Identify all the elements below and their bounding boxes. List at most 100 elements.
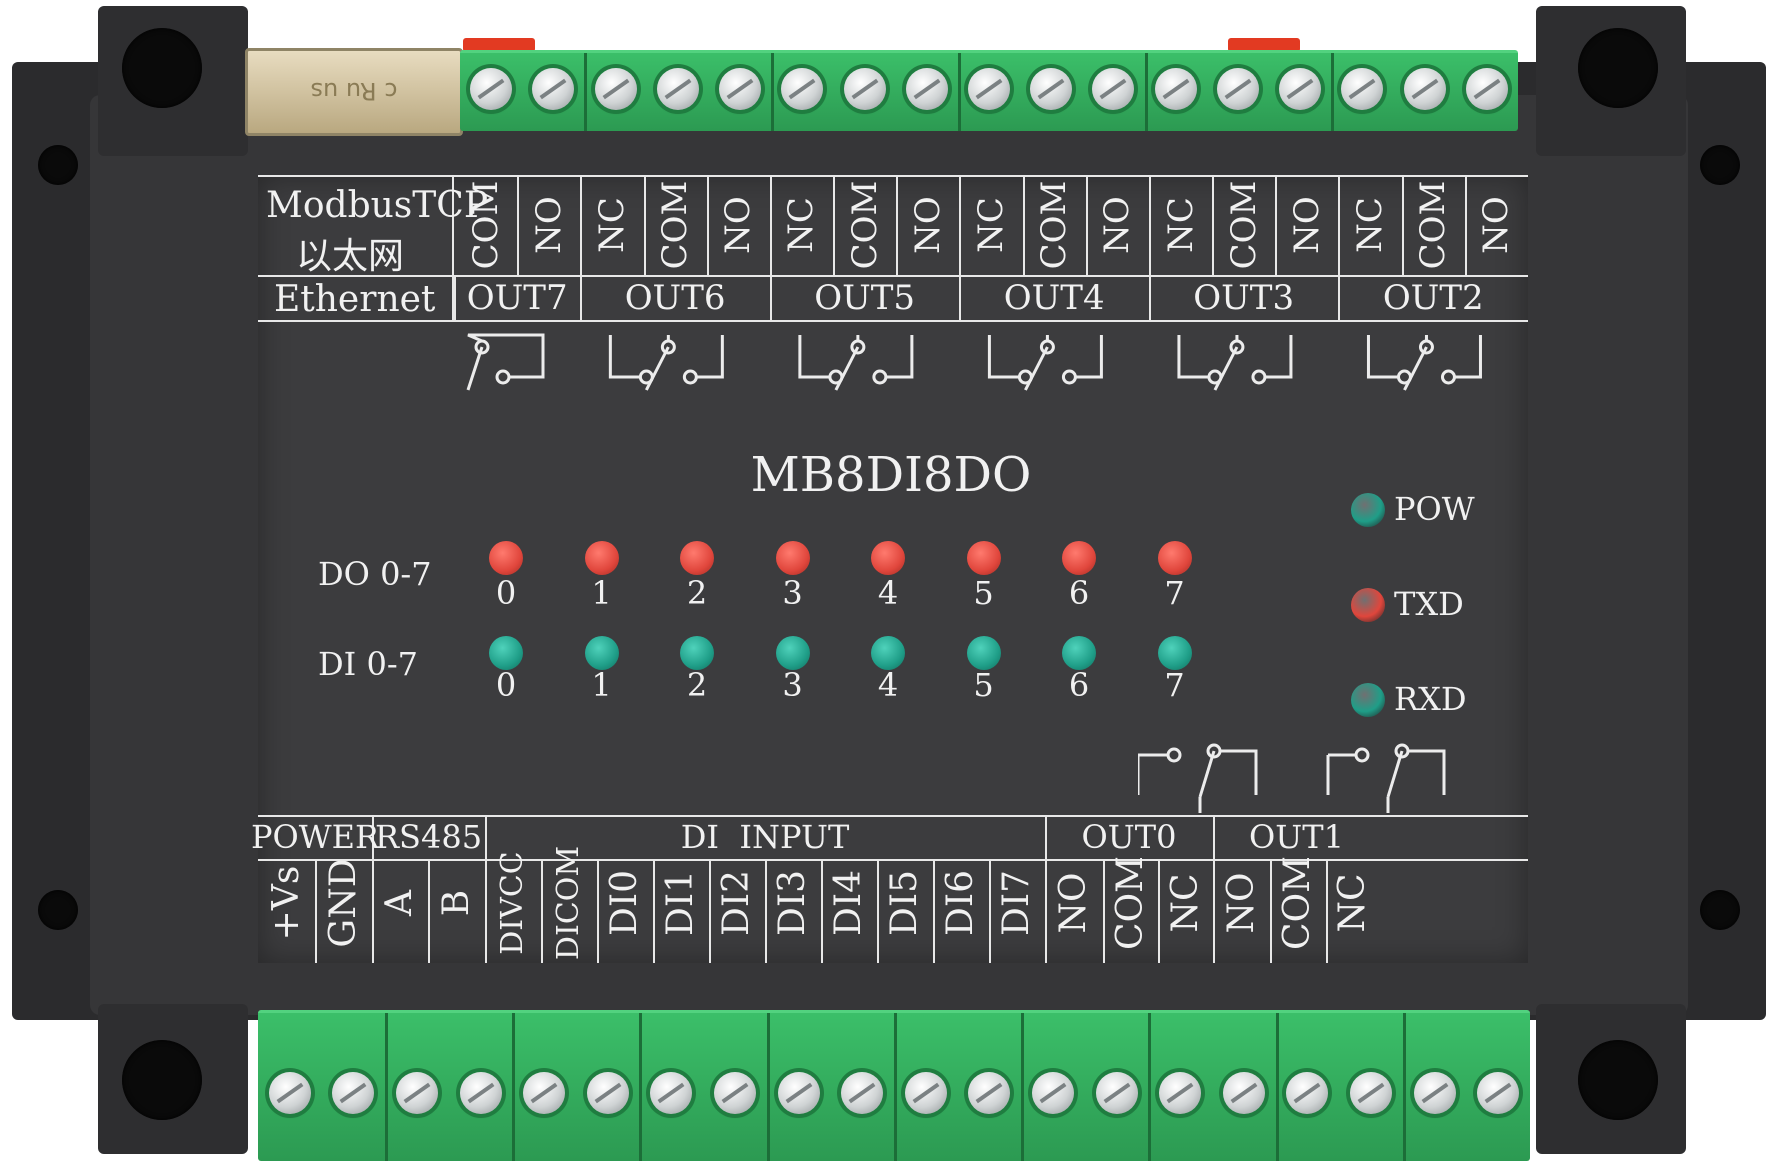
- bottom-terminal-screw-18[interactable]: [1413, 1072, 1456, 1114]
- bottom-pin-divider-16: [1158, 859, 1160, 963]
- top-group-label-out7: OUT7: [466, 278, 568, 318]
- top-group-label-out3: OUT3: [1193, 278, 1295, 318]
- bottom-pin-divider-9: [765, 859, 767, 963]
- top-terminal-screw-3[interactable]: [656, 68, 699, 110]
- top-pin-divider-5: [769, 175, 772, 275]
- top-terminal-screw-4[interactable]: [719, 68, 762, 110]
- bottom-pin-label-18: COM: [1277, 856, 1318, 950]
- bottom-terminal-screw-13[interactable]: [1095, 1072, 1138, 1114]
- di-led-5: [966, 636, 1001, 670]
- bottom-terminal-screw-12[interactable]: [1032, 1072, 1074, 1114]
- do-led-4: [871, 541, 905, 575]
- red-tab-right: [1228, 38, 1300, 52]
- botTerm-segment-divider-7: [1276, 1013, 1279, 1161]
- bottom-pin-label-0: +Vs: [265, 865, 307, 941]
- botTerm-segment-divider-8: [1403, 1013, 1406, 1161]
- di-led-6: [1062, 636, 1096, 670]
- do-led-0: [489, 541, 523, 575]
- top-group-label-out2: OUT2: [1382, 278, 1484, 318]
- relay-symbol-out5-icon: [798, 335, 914, 391]
- top-pin-label-6: COM: [844, 180, 885, 270]
- bottom-terminal-screw-10[interactable]: [904, 1072, 947, 1114]
- bottom-pin-label-19: NC: [1332, 873, 1373, 933]
- do-led-index-2: 2: [686, 574, 708, 612]
- top-pin-label-5: NC: [781, 197, 822, 253]
- top-terminal-screw-7[interactable]: [905, 68, 948, 110]
- bottom-terminal-screw-14[interactable]: [1159, 1072, 1202, 1114]
- top-pin-divider-10: [1085, 175, 1088, 275]
- top-terminal-screw-8[interactable]: [968, 68, 1010, 110]
- bottom-pin-label-2: A: [379, 890, 420, 916]
- top-terminal-screw-5[interactable]: [781, 68, 824, 110]
- bottom-terminal-screw-16[interactable]: [1286, 1072, 1329, 1114]
- bottom-pin-label-3: B: [435, 889, 477, 917]
- botTerm-segment-divider-3: [767, 1013, 770, 1161]
- di-led-7: [1157, 636, 1192, 670]
- top-header-line-lower: [258, 320, 1528, 322]
- bottom-terminal-screw-17[interactable]: [1350, 1072, 1392, 1114]
- bottom-terminal-screw-9[interactable]: [841, 1072, 884, 1114]
- bottom-terminal-screw-0[interactable]: [268, 1072, 311, 1114]
- top-terminal-screw-6[interactable]: [843, 68, 886, 110]
- top-pin-label-10: NO: [1097, 196, 1138, 254]
- bottom-terminal-screw-4[interactable]: [523, 1072, 566, 1114]
- ul-certification-mark-icon: c Ru us: [308, 71, 400, 111]
- top-group-label-out6: OUT6: [624, 278, 726, 318]
- top-pin-label-14: NC: [1350, 197, 1391, 253]
- top-terminal-screw-11[interactable]: [1154, 68, 1197, 110]
- relay-symbol-out7-icon: [466, 333, 545, 391]
- botTerm-segment-divider-5: [1021, 1013, 1024, 1161]
- bottom-terminal-screw-15[interactable]: [1222, 1072, 1265, 1114]
- top-terminal-screw-12[interactable]: [1216, 68, 1259, 110]
- top-pin-divider-6: [833, 175, 836, 275]
- top-terminal-screw-9[interactable]: [1030, 68, 1073, 110]
- top-terminal-screw-0[interactable]: [470, 68, 513, 110]
- botTerm-segment-divider-0: [385, 1013, 388, 1161]
- bottom-terminal-screw-19[interactable]: [1477, 1072, 1520, 1114]
- ethernet-label-english: Ethernet: [274, 279, 436, 320]
- top-group-divider-0: [454, 275, 456, 320]
- bottom-pin-label-1: GND: [322, 858, 364, 948]
- bottom-pin-divider-18: [1270, 859, 1272, 963]
- bottom-header-line-upper: [258, 815, 1528, 817]
- bottom-terminal-screw-11[interactable]: [968, 1072, 1011, 1114]
- botTerm-segment-divider-1: [512, 1013, 515, 1161]
- di-led-index-2: 2: [686, 666, 708, 704]
- bottom-pin-label-11: DI5: [884, 870, 925, 936]
- bottom-terminal-screw-6[interactable]: [650, 1072, 693, 1114]
- top-group-divider-4: [1148, 275, 1151, 320]
- bottom-group-label-0: POWER: [250, 818, 380, 856]
- bottom-terminal-screw-3[interactable]: [459, 1072, 502, 1114]
- di-led-1: [584, 636, 619, 670]
- top-terminal-screw-10[interactable]: [1092, 68, 1135, 110]
- relay-symbol-out0-icon: [1138, 743, 1258, 813]
- flange-hole-top-right: [1700, 145, 1740, 185]
- top-terminal-screw-15[interactable]: [1403, 68, 1446, 110]
- top-terminal-screw-13[interactable]: [1279, 68, 1322, 110]
- bottom-terminal-screw-7[interactable]: [714, 1072, 756, 1114]
- top-terminal-screw-16[interactable]: [1465, 68, 1508, 110]
- top-terminal-screw-2[interactable]: [594, 68, 637, 110]
- bottom-pin-divider-12: [933, 859, 935, 963]
- do-led-5: [966, 541, 1001, 575]
- bottom-pin-divider-8: [709, 859, 711, 963]
- bottom-terminal-block[interactable]: [258, 1010, 1530, 1161]
- rxd-status-label: RXD: [1394, 680, 1467, 718]
- top-pin-label-16: NO: [1476, 196, 1517, 254]
- top-terminal-screw-14[interactable]: [1341, 68, 1384, 110]
- bottom-terminal-screw-8[interactable]: [777, 1072, 820, 1114]
- top-terminal-block[interactable]: [460, 50, 1518, 131]
- top-pin-divider-7: [896, 175, 899, 275]
- topTerm-segment-divider-1: [771, 53, 775, 131]
- do-led-index-4: 4: [877, 574, 899, 612]
- relay-symbol-out1-icon: [1326, 743, 1446, 813]
- rj45-ethernet-port[interactable]: c Ru us: [245, 48, 463, 136]
- bottom-terminal-screw-1[interactable]: [332, 1072, 375, 1114]
- top-terminal-screw-1[interactable]: [532, 68, 575, 110]
- bottom-terminal-screw-5[interactable]: [586, 1072, 629, 1114]
- bottom-terminal-screw-2[interactable]: [396, 1072, 438, 1114]
- relay-symbol-out6-icon: [608, 335, 724, 391]
- relay-symbols-bottom: [1138, 743, 1446, 813]
- do-led-index-7: 7: [1164, 574, 1185, 612]
